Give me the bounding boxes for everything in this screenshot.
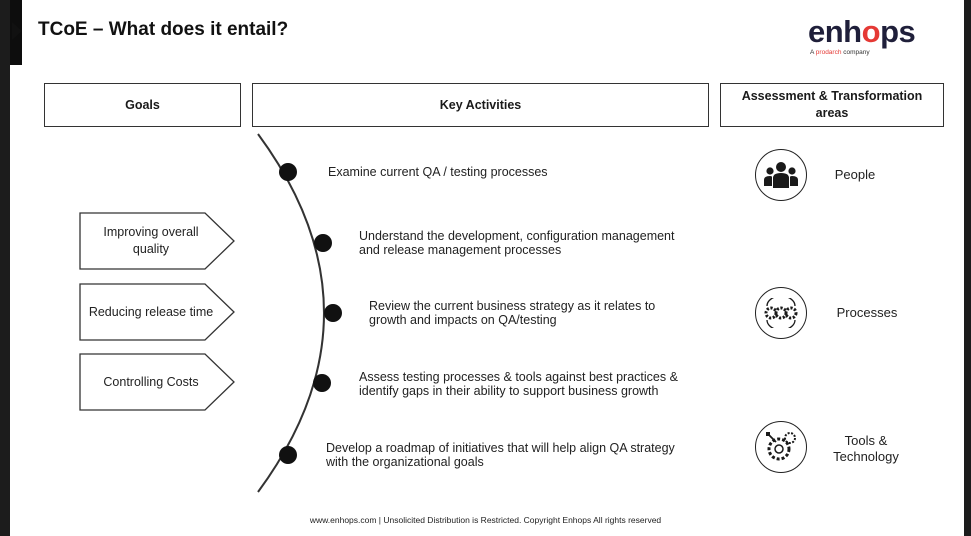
activity-text: Develop a roadmap of initiatives that wi… xyxy=(326,441,675,469)
enhops-logo: enhops A prodarch company xyxy=(808,14,938,57)
goal-label: Reducing release time xyxy=(88,304,214,319)
activity-line: with the organizational goals xyxy=(326,455,484,469)
timeline-dot xyxy=(279,446,297,464)
footer-text: www.enhops.com | Unsolicited Distributio… xyxy=(309,515,662,525)
activity-line: Examine current QA / testing processes xyxy=(328,165,548,179)
timeline-dot xyxy=(313,374,331,392)
activity-line: identify gaps in their ability to suppor… xyxy=(359,384,659,398)
area-label-line: Technology xyxy=(833,449,899,464)
goal-chevron: Improving overall quality xyxy=(79,212,236,270)
goal-label: Improving overall quality xyxy=(103,225,199,256)
logo-wordmark: enhops xyxy=(808,14,916,49)
activity-line: and release management processes xyxy=(359,243,562,257)
activity-line: Review the current business strategy as … xyxy=(369,299,656,313)
activity-text: Assess testing processes & tools against… xyxy=(359,370,678,398)
title-marker-icon xyxy=(12,22,22,40)
tools-icon xyxy=(755,421,807,473)
activity-text: Review the current business strategy as … xyxy=(369,299,655,327)
goal-chevron: Reducing release time xyxy=(79,283,236,341)
area-label-processes: Processes xyxy=(836,305,898,320)
activity-line: Develop a roadmap of initiatives that wi… xyxy=(326,441,675,455)
activity-line: growth and impacts on QA/testing xyxy=(369,313,557,327)
people-icon xyxy=(755,149,807,201)
right-edge-bar xyxy=(964,0,971,536)
activity-line: Assess testing processes & tools against… xyxy=(359,370,678,384)
header-areas: Assessment & Transformation areas xyxy=(720,83,944,127)
page-title: TCoE – What does it entail? xyxy=(38,19,289,40)
header-goals: Goals xyxy=(44,83,241,127)
left-edge-bar xyxy=(0,0,10,536)
timeline-dot xyxy=(279,163,297,181)
activity-line: Understand the development, configuratio… xyxy=(359,229,675,243)
area-label-tools: Tools & Technology xyxy=(825,433,907,465)
activity-text: Examine current QA / testing processes xyxy=(328,165,548,179)
timeline-dot xyxy=(314,234,332,252)
area-label-line: Tools & xyxy=(844,433,888,448)
activity-text: Understand the development, configuratio… xyxy=(359,229,674,257)
area-label-people: People xyxy=(834,167,876,182)
gears-icon xyxy=(755,287,807,339)
logo-tagline: A prodarch company xyxy=(810,49,870,56)
goal-label: Controlling Costs xyxy=(103,374,199,389)
timeline-dot xyxy=(324,304,342,322)
header-key-activities: Key Activities xyxy=(252,83,709,127)
goal-chevron: Controlling Costs xyxy=(79,353,236,411)
